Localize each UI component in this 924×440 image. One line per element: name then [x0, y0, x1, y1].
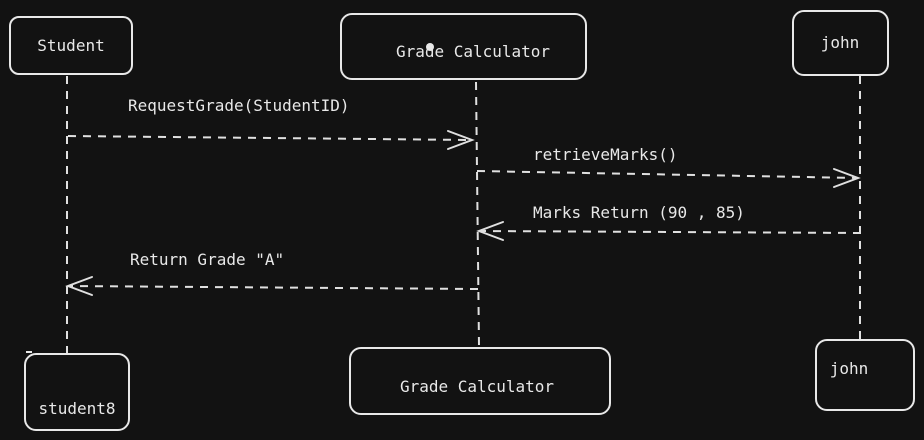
- message-retrieve-marks[interactable]: retrieveMarks(): [476, 145, 861, 188]
- message-line: [67, 135, 473, 141]
- arrowhead-left-icon: [476, 221, 504, 241]
- participant-grade-calculator-bottom[interactable]: Grade Calculator: [349, 347, 611, 415]
- arrowhead-left-icon: [65, 276, 93, 296]
- message-label: Return Grade "A": [130, 250, 284, 269]
- participant-grade-calculator-top[interactable]: Grade Calculator: [340, 13, 587, 80]
- participant-label: Student: [37, 36, 104, 55]
- message-marks-return[interactable]: Marks Return (90 , 85): [476, 203, 862, 241]
- participant-box: [349, 347, 611, 415]
- message-line: [67, 285, 479, 290]
- participant-box: [9, 16, 133, 75]
- participant-box: [815, 339, 915, 411]
- participant-john-bottom[interactable]: john: [815, 339, 915, 411]
- participant-box: [340, 13, 587, 80]
- lifeline-grade-calculator: [475, 81, 480, 347]
- message-line: [478, 230, 862, 234]
- participant-label: john: [821, 33, 860, 52]
- participant-label: john: [830, 359, 869, 378]
- participant-student-bottom[interactable]: student8: [24, 351, 130, 431]
- message-line: [476, 170, 859, 179]
- message-label: RequestGrade(StudentID): [128, 96, 350, 115]
- participant-label: student8: [38, 399, 115, 418]
- participant-label: Grade Calculator: [400, 377, 554, 396]
- participant-box: [792, 10, 889, 76]
- message-label: Marks Return (90 , 85): [533, 203, 745, 222]
- arrowhead-right-icon: [447, 130, 475, 150]
- participant-box: [24, 353, 130, 431]
- participant-label: Grade Calculator: [396, 42, 550, 61]
- message-return-grade[interactable]: Return Grade "A": [65, 250, 479, 296]
- arrowhead-right-icon: [833, 168, 861, 188]
- message-request-grade[interactable]: RequestGrade(StudentID): [67, 96, 475, 150]
- message-label: retrieveMarks(): [533, 145, 678, 164]
- participant-john-top[interactable]: john: [792, 10, 889, 76]
- participant-student-top[interactable]: Student: [9, 16, 133, 75]
- dot-mark: [426, 43, 434, 51]
